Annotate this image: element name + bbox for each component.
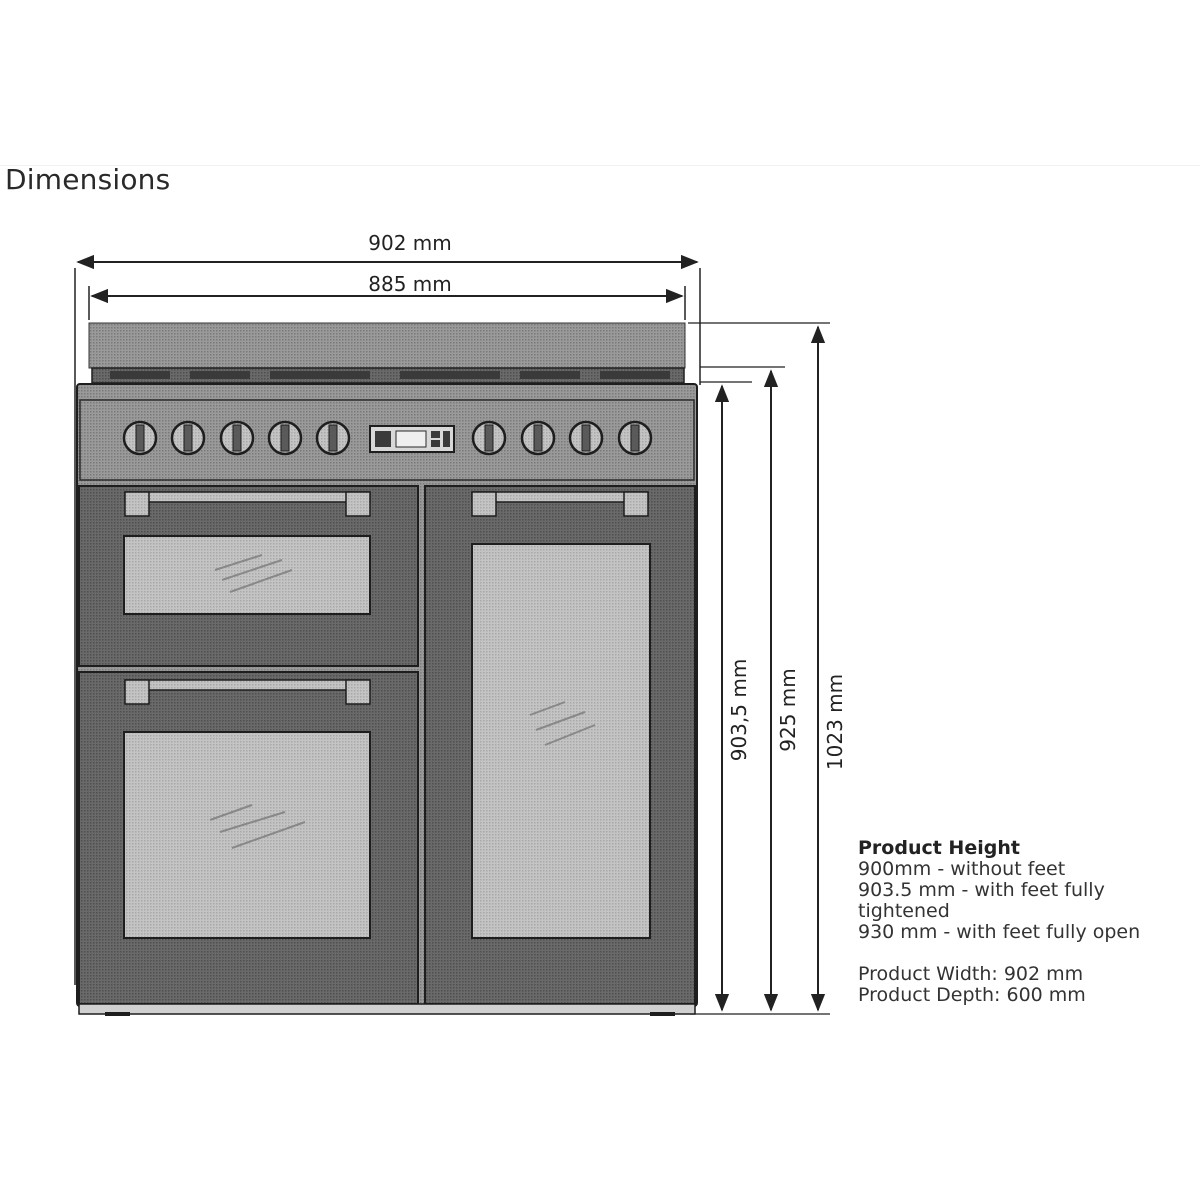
height-open-label: 925 mm [776, 668, 800, 752]
foot-left [105, 1012, 130, 1016]
knob-icon [471, 420, 507, 456]
knob-icon [617, 420, 653, 456]
door-handle [124, 491, 371, 503]
knob-icon [267, 420, 303, 456]
pan-supports [91, 367, 685, 384]
height-tightened-label: 903,5 mm [727, 659, 751, 762]
outer-width-label: 902 mm [368, 231, 452, 255]
handle-bracket [471, 491, 497, 517]
door-handle [471, 491, 649, 503]
burner-support-6 [600, 371, 670, 379]
plinth [78, 1003, 696, 1015]
door-window [471, 543, 651, 939]
height-dimensions: 903,5 mm 925 mm 1023 mm [688, 322, 847, 1015]
burner-support-2 [190, 371, 250, 379]
product-height-title: Product Height [858, 837, 1020, 859]
glass-reflection [209, 804, 306, 849]
width-dimensions: 902 mm 885 mm [74, 231, 701, 985]
knob-icon [219, 420, 255, 456]
door-window [123, 731, 371, 939]
bottom-left-oven-door [78, 671, 419, 1005]
inner-width-label: 885 mm [368, 272, 452, 296]
page-title: Dimensions [5, 163, 171, 196]
top-left-oven-door [78, 485, 419, 667]
handle-bracket [345, 491, 371, 517]
product-info: Product Height 900mm - without feet 903.… [858, 838, 1198, 1006]
product-width: Product Width: 902 mm [858, 963, 1084, 985]
knob-icon [122, 420, 158, 456]
height-total-label: 1023 mm [823, 674, 847, 770]
burner-support-1 [110, 371, 170, 379]
right-oven-door [424, 485, 696, 1005]
foot-right [650, 1012, 675, 1016]
knob-icon [315, 420, 351, 456]
knob-icon [568, 420, 604, 456]
burner-support-4 [400, 371, 500, 379]
splashback [88, 322, 686, 369]
product-depth: Product Depth: 600 mm [858, 984, 1086, 1006]
knob-icon [520, 420, 556, 456]
door-handle [124, 679, 371, 691]
info-spacer [858, 943, 1198, 964]
handle-bracket [124, 679, 150, 705]
top-divider [0, 165, 1200, 166]
display-panel-icon [369, 425, 455, 453]
burner-support-3 [270, 371, 370, 379]
handle-bracket [124, 491, 150, 517]
height-line-feet-tightened: 903.5 mm - with feet fully tightened [858, 879, 1105, 922]
burner-support-5 [520, 371, 580, 379]
height-line-without-feet: 900mm - without feet [858, 858, 1066, 880]
knob-icon [170, 420, 206, 456]
range-cooker [76, 322, 698, 1016]
handle-bracket [345, 679, 371, 705]
handle-bracket [623, 491, 649, 517]
glass-reflection [529, 701, 596, 746]
height-line-feet-open: 930 mm - with feet fully open [858, 921, 1141, 943]
door-window [123, 535, 371, 615]
glass-reflection [214, 554, 293, 593]
